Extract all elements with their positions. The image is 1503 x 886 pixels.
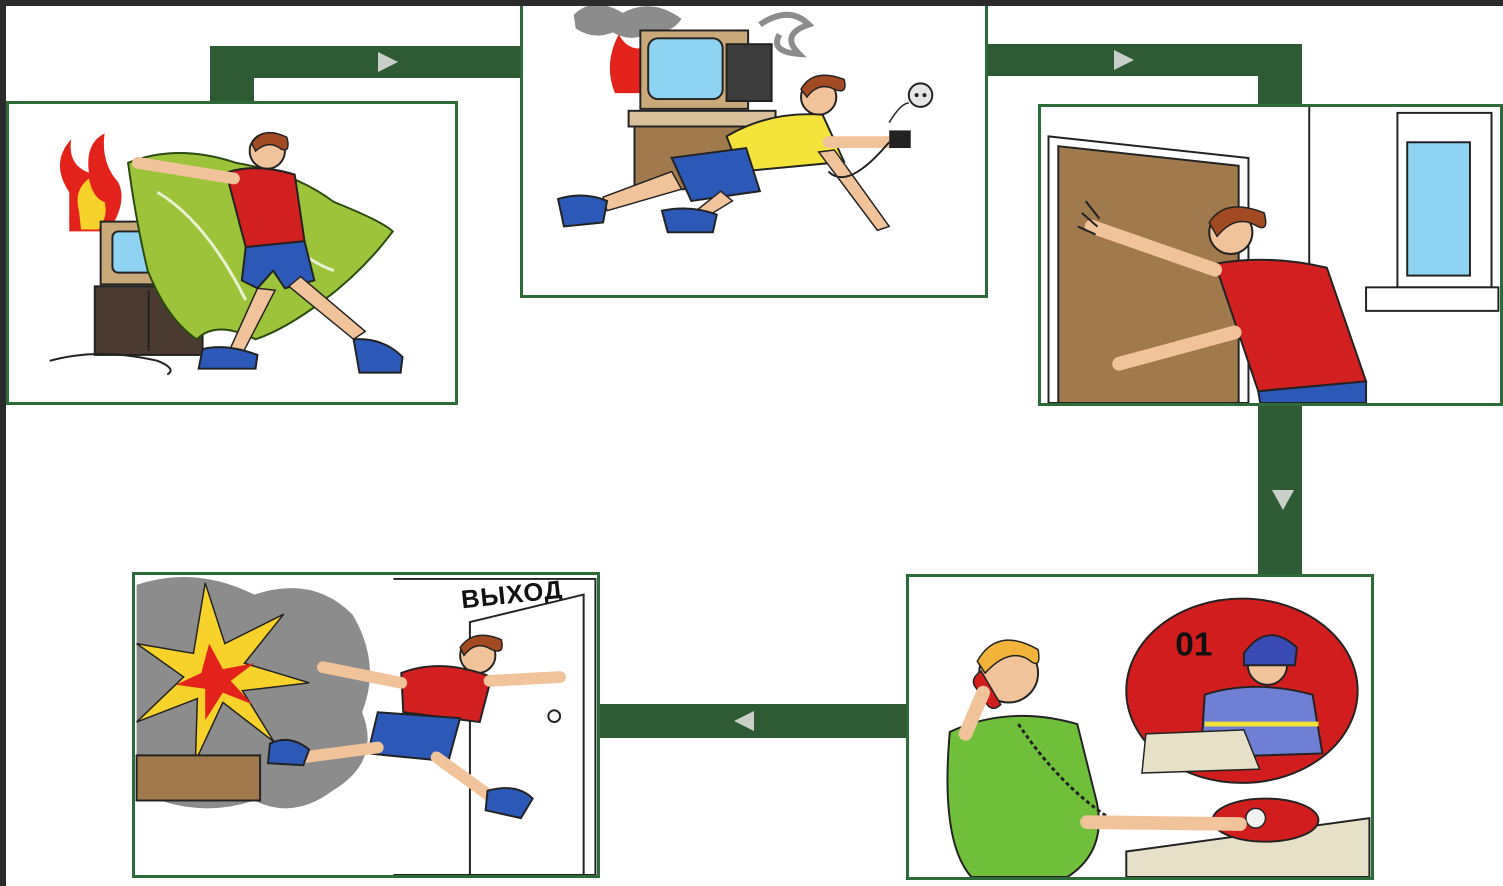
flow-arrow-1 bbox=[378, 52, 398, 72]
panel-evacuate: ВЫХОД bbox=[132, 572, 600, 878]
connector-top-left-drop bbox=[210, 46, 254, 106]
connector-top-left bbox=[210, 46, 526, 78]
flow-arrow-2 bbox=[1114, 50, 1134, 70]
panel-unplug-tv bbox=[520, 6, 988, 298]
panel-cover-fire bbox=[6, 101, 458, 405]
illustration-cover-fire bbox=[9, 104, 455, 402]
illustration-close-door bbox=[1041, 107, 1500, 403]
panel-close-door bbox=[1038, 104, 1503, 406]
flow-arrow-4 bbox=[734, 711, 754, 731]
panel-call-01: 01 bbox=[906, 574, 1374, 880]
illustration-unplug-tv bbox=[523, 6, 985, 295]
diagram-canvas: 01 bbox=[6, 6, 1503, 886]
illustration-evacuate: ВЫХОД bbox=[135, 575, 597, 875]
illustration-call-01: 01 bbox=[909, 577, 1371, 877]
connector-top-right bbox=[984, 44, 1302, 76]
emergency-number-text: 01 bbox=[1175, 626, 1212, 663]
flow-arrow-3 bbox=[1272, 490, 1294, 510]
connector-top-right-drop bbox=[1258, 44, 1302, 108]
